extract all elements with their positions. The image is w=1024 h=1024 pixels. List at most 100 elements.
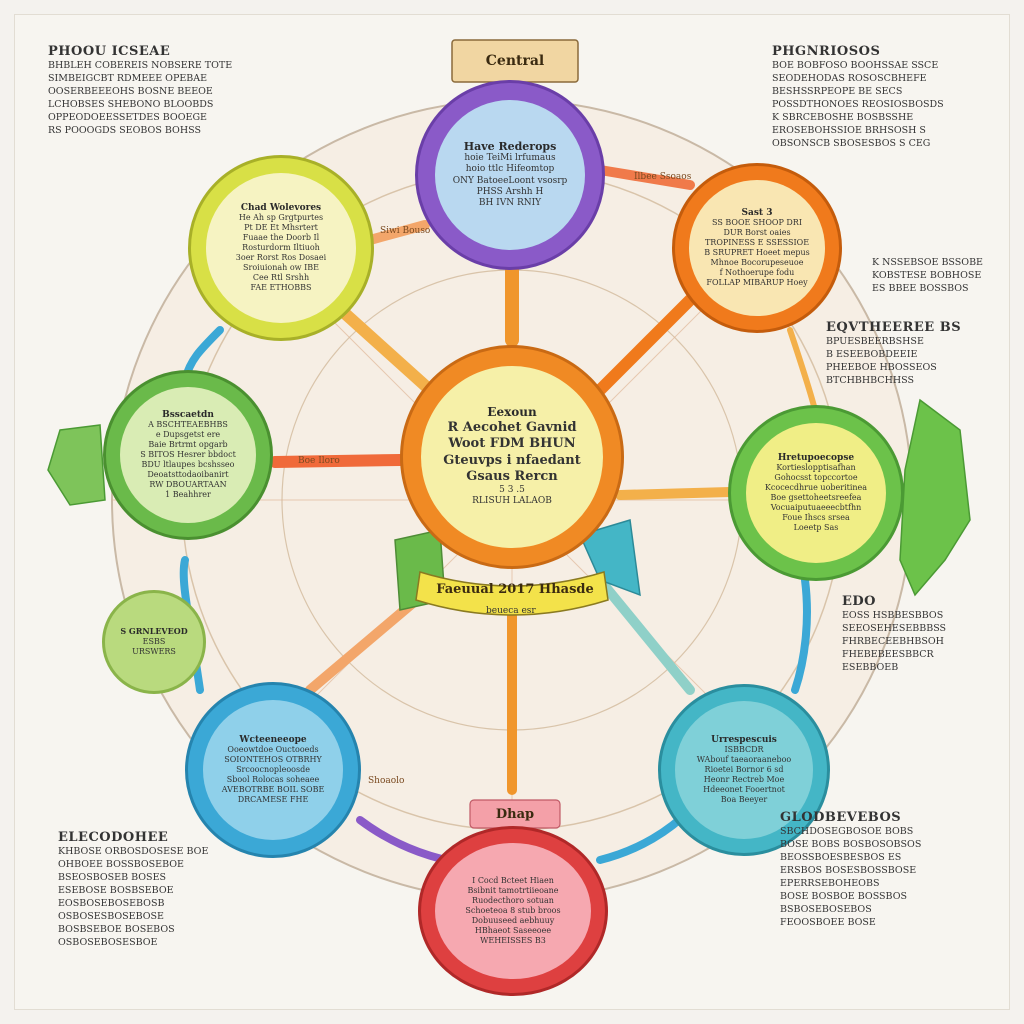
orange-node-line-4: B SRUPRET Hoeet mepus — [704, 248, 810, 258]
lime-node-line-3: Kcocecdhrue uoberitinea — [764, 483, 868, 493]
side-block-right-low-line-4: FHEBEBEESBBCR — [842, 649, 934, 660]
lime-node-line-2: Gohocsst topccortoe — [774, 473, 858, 483]
side-block-bottom-right-line-1: SBCHDOSEGBOSOE BOBS — [780, 826, 914, 837]
side-block-top-right-line-4: POSSDTHONOES REOSIOSBOSDS — [772, 99, 944, 110]
wheel-label-2: Boe Iloro — [298, 456, 340, 466]
side-block-right-mid-title: EQVTHEEREE BS — [826, 320, 962, 335]
side-block-top-left: PHOOU ICSEAE BHBLEH COBEREIS NOBSERE TOT… — [48, 44, 232, 137]
yellow-node-line-3: Fuaae the Doorb Il — [242, 233, 320, 243]
connector-ring-upper-right — [787, 327, 818, 413]
yellow-node-line-7: Cee Rtl Srshh — [252, 273, 310, 283]
side-block-top-right-line-6: EROSEBOHSSIOE BRHSOSH S — [772, 125, 926, 136]
wheel-label-3: Ilbee Ssoaos — [634, 172, 692, 182]
side-block-bottom-right-line-4: ERSBOS BOSESBOSSBOSE — [780, 865, 917, 876]
connector-teal — [595, 575, 695, 695]
wheel-label-1: Siwi Bouso — [380, 226, 431, 236]
connector-orange — [594, 294, 696, 396]
side-block-top-right-title: PHGNRIOSOS — [772, 44, 881, 59]
lime-node-line-5: Vocuaiputuaeeecbtfhn — [770, 503, 862, 513]
lime-node-line-1: Kortieslopptisafhan — [776, 463, 856, 473]
side-block-right-mid-line-3: PHEEBOE HBOSSEOS — [826, 362, 937, 373]
orange-node-line-3: TROPINESS E SSESSIOE — [704, 238, 810, 248]
purple-node-line-1: hoie TeiMi lrfumaus — [464, 153, 556, 164]
center-node-line-3: Gteuvps i nfaedant — [443, 452, 581, 468]
connector-green — [269, 454, 406, 468]
side-block-bottom-right-title: GLODBEVEBOS — [780, 810, 902, 825]
side-block-top-right-line-7: OBSONSCB SBOSESBOS S CEG — [772, 138, 931, 149]
yellow-node-line-4: Rosturdorm Iltiuoh — [242, 243, 320, 253]
lime-node-line-6: Foue Ihscs srsea — [782, 513, 850, 523]
red-node-line-4: Schoeteoa 8 stub broos — [465, 906, 561, 915]
side-block-top-right-line-2: SEODEHODAS ROSOSCBHEFE — [772, 73, 927, 84]
side-block-bottom-right-line-3: BEOSSBOESBESBOS ES — [780, 852, 902, 863]
blue-node-line-1: Ooeowtdoe Ouctooeds — [227, 745, 319, 755]
side-block-right-upper-line-3: ES BBEE BOSSBOS — [872, 283, 969, 294]
teal-node-line-4: Heonr Rectreb Moe — [703, 775, 785, 785]
right-leaf-shape — [899, 398, 971, 597]
connectors — [179, 165, 818, 869]
yellow-node-line-1: He Ah sp Grgtpurtes — [238, 213, 324, 223]
side-block-bottom-left-line-8: OSBOSEBOSESBOE — [58, 937, 158, 948]
red-node-line-1: I Cocd Bcteet Hiaen — [472, 876, 554, 885]
side-block-bottom-right-line-8: FEOOSBOEE BOSE — [780, 917, 876, 928]
ribbon-text: Faeuual 2017 Hhasde — [436, 581, 594, 597]
teal-node-line-5: Hdeeonet Fooertnot — [703, 785, 785, 795]
side-block-right-low-line-1: EOSS HSBBESBBOS — [842, 610, 944, 621]
yellow-node-line-5: 3oer Rorst Ros Dosaei — [235, 253, 327, 263]
leaf-node-head: S GRNLEVEOD — [120, 626, 188, 637]
wheel-label-4: Shoaolo — [368, 776, 405, 786]
side-block-top-right-line-3: BESHSSRPEOPE BE SECS — [772, 86, 903, 97]
teal-node-line-3: Rioetei Bornor 6 sd — [704, 765, 784, 775]
red-node-line-6: HBhaeot Saseeoee — [474, 926, 552, 935]
leaf-node-line-2: URSWERS — [132, 646, 176, 656]
side-block-bottom-right-line-5: EPERRSEBOHEOBS — [780, 878, 880, 889]
side-block-top-left-title: PHOOU ICSEAE — [48, 44, 171, 59]
left-leaf-shape — [47, 424, 106, 506]
side-block-bottom-left-title: ELECODOHEE — [58, 830, 169, 845]
side-block-right-low-line-3: FHRBECEEBHBSOH — [842, 636, 944, 647]
connector-ring-right — [791, 576, 811, 694]
lime-node-line-4: Boe gsettoheetsreefea — [770, 493, 862, 503]
teal-node-line-1: ISBBCDR — [724, 745, 764, 755]
lime-node: Hretupoecopse Kortieslopptisafhan Gohocs… — [728, 405, 904, 581]
center-node-line-2: Woot FDM BHUN — [448, 436, 576, 452]
green-node-head: Bsscaetdn — [162, 409, 214, 420]
side-block-right-mid-line-1: BPUESBEERBSHSE — [826, 336, 924, 347]
green-node-line-4: S BITOS Hesrer bbdoct — [140, 450, 236, 460]
connector-purple-orange — [595, 165, 695, 190]
side-block-top-left-line-3: OOSERBEEEOHS BOSNE BEEOE — [48, 86, 213, 97]
blue-node: Wcteeneeope Ooeowtdoe Ouctooeds SOIONTEH… — [185, 682, 361, 858]
side-block-bottom-left-line-1: KHBOSE ORBOSDOSESE BOE — [58, 846, 209, 857]
center-node-foot-1: 5 3 .5 — [499, 485, 525, 496]
side-block-bottom-left-line-3: BSEOSBOSEB BOSES — [58, 872, 167, 883]
blue-node-line-6: DRCAMESE FHE — [237, 795, 309, 805]
side-block-top-left-line-4: LCHOBSES SHEBONO BLOOBDS — [48, 99, 214, 110]
red-node-line-2: Bsibnit tamotrtiieoane — [467, 886, 559, 895]
leaf-node: S GRNLEVEOD ESBS URSWERS — [102, 590, 206, 694]
side-block-right-low-title: EDO — [842, 594, 877, 609]
side-block-bottom-left-line-5: EOSBOSEBOSEBOSB — [58, 898, 165, 909]
teal-node-line-2: WAbouf taeaoraaneboo — [696, 755, 792, 765]
blue-node-line-4: Sbool Rolocas soheaee — [226, 775, 320, 785]
orange-node-head: Sast 3 — [741, 207, 773, 218]
red-node: I Cocd Bcteet Hiaen Bsibnit tamotrtiieoa… — [418, 826, 608, 996]
red-node-tag: Dhap — [470, 800, 560, 828]
purple-node-line-3: ONY BatoeeLoont vsosrp — [452, 175, 568, 186]
orange-node-line-6: f Nothoerupe fodu — [719, 268, 795, 278]
side-block-right-low-line-2: SEEOSEHESEBBBSS — [842, 623, 947, 634]
side-block-top-right-line-5: K SBRCEBOSHE BOSBSSHE — [772, 112, 914, 123]
yellow-node: Chad Wolevores He Ah sp Grgtpurtes Pt DE… — [188, 155, 374, 341]
orange-node-line-1: SS BOOE SHOOP DRI — [712, 218, 802, 228]
side-block-right-upper-line-2: KOBSTESE BOBHOSE — [872, 270, 982, 281]
blue-node-head: Wcteeneeope — [239, 734, 307, 745]
orange-node-line-5: Mhnoe Bocorupeseuoe — [710, 258, 804, 268]
blue-node-line-3: Srcoocnopleoosde — [236, 765, 310, 775]
side-block-bottom-left-line-6: OSBOSESBOSEBOSE — [58, 911, 164, 922]
side-block-top-right: PHGNRIOSOS BOE BOBFOSO BOOHSSAE SSCE SEO… — [772, 44, 944, 150]
red-node-head: Dhap — [495, 806, 535, 822]
green-node-line-8: 1 Beahhrer — [165, 490, 211, 500]
connector-yellow — [324, 294, 436, 396]
side-block-top-left-line-1: BHBLEH COBEREIS NOBSERE TOTE — [48, 60, 233, 71]
red-node-line-7: WEHEISSES B3 — [480, 936, 546, 945]
yellow-node-head: Chad Wolevores — [240, 202, 322, 213]
